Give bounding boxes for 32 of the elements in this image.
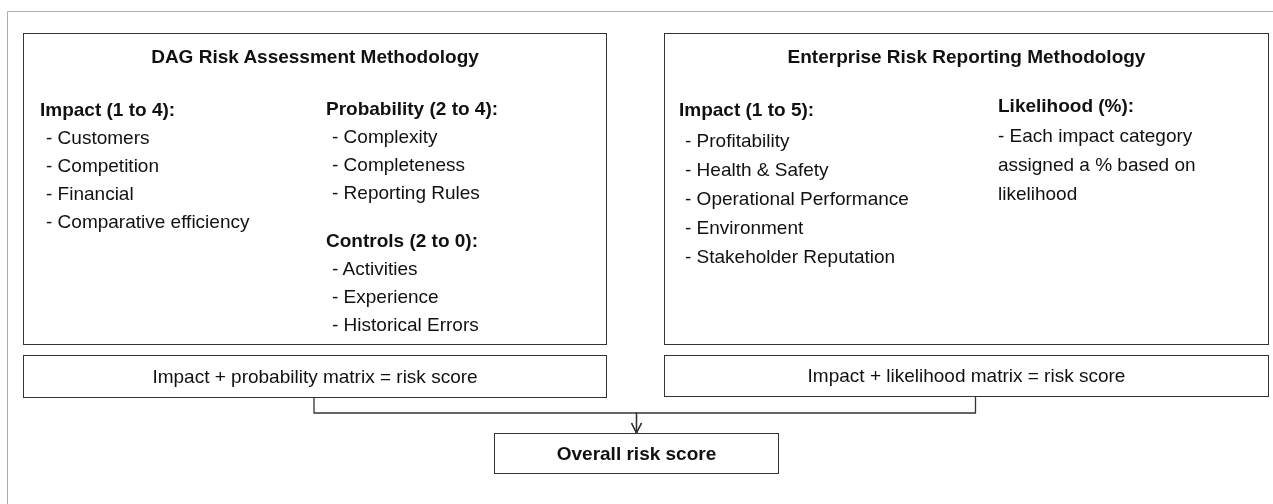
list-item: - Competition xyxy=(46,154,159,178)
result-box xyxy=(494,433,779,474)
result-label: Overall risk score xyxy=(555,442,718,466)
list-item: - Completeness xyxy=(332,153,466,177)
list-item: - Complexity xyxy=(332,125,438,149)
section-heading: Impact (1 to 5): xyxy=(679,98,815,122)
section-heading: Impact (1 to 4): xyxy=(40,98,176,122)
list-item: - Comparative efficiency xyxy=(46,210,250,234)
list-item: - Profitability xyxy=(685,129,790,153)
methodology-panel xyxy=(23,33,607,345)
list-item: - Historical Errors xyxy=(332,313,479,337)
connector-arrow xyxy=(630,396,977,434)
section-heading: Controls (2 to 0): xyxy=(326,229,478,253)
panel-title: DAG Risk Assessment Methodology xyxy=(150,45,480,69)
formula-box xyxy=(23,355,607,398)
panel-title: Enterprise Risk Reporting Methodology xyxy=(786,45,1147,69)
description-text: - Each impact category assigned a % based on likelihood xyxy=(998,124,1197,206)
section-heading: Probability (2 to 4): xyxy=(326,97,499,121)
formula-text: Impact + likelihood matrix = risk score xyxy=(806,364,1127,388)
list-item: - Experience xyxy=(332,285,439,309)
list-item: - Environment xyxy=(685,216,804,240)
list-item: - Operational Performance xyxy=(685,187,909,211)
list-item: - Stakeholder Reputation xyxy=(685,245,896,269)
formula-text: Impact + probability matrix = risk score xyxy=(151,365,479,389)
methodology-panel xyxy=(664,33,1269,345)
list-item: - Reporting Rules xyxy=(332,181,480,205)
list-item: - Customers xyxy=(46,126,150,150)
list-item: - Activities xyxy=(332,257,418,281)
section-heading: Likelihood (%): xyxy=(998,94,1135,118)
formula-box xyxy=(664,355,1269,397)
list-item: - Financial xyxy=(46,182,134,206)
list-item: - Health & Safety xyxy=(685,158,829,182)
